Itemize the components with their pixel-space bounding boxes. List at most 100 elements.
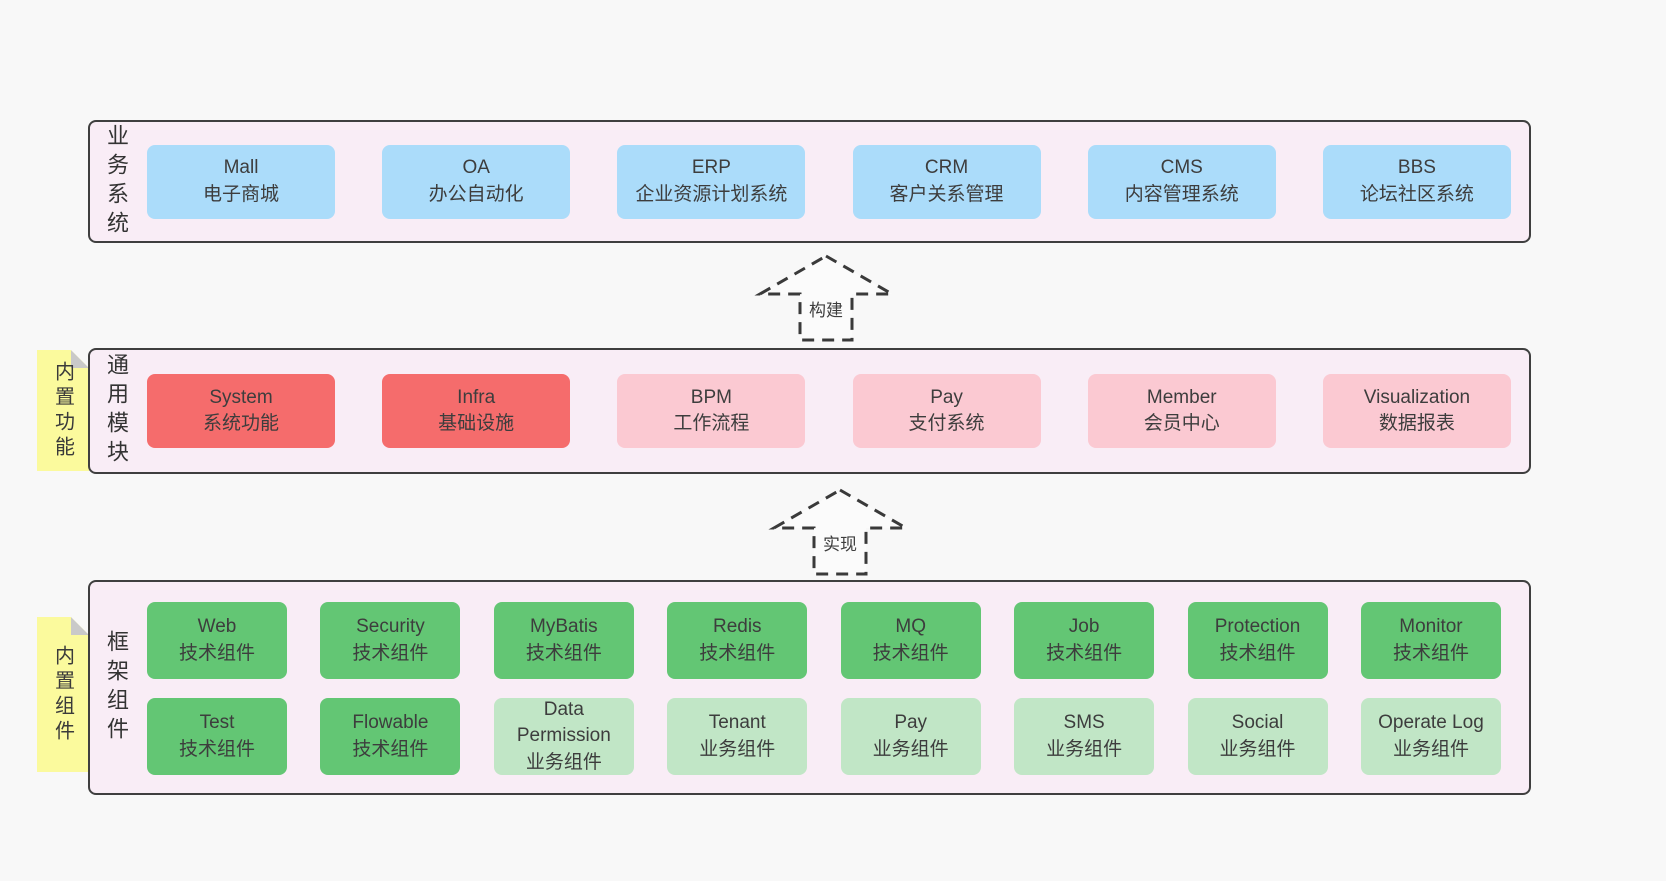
module-box-web: Web 技术组件 [147,602,287,679]
module-box-title: Member [1146,386,1217,408]
module-box-flowable: Flowable 技术组件 [320,698,461,775]
module-box-subtitle: 数据报表 [1378,413,1455,434]
dashed-up-arrow-shape [768,488,912,576]
framework-components-row-2: Test 技术组件 Flowable 技术组件 Data Permission 业务组件 T… [147,698,1501,775]
module-box-sms: SMS 业务组件 [1014,698,1155,775]
module-box-title: ERP [691,157,731,179]
module-box-subtitle: 技术组件 [525,642,602,664]
module-box-subtitle: 支付系统 [908,413,985,434]
module-box-title: Monitor [1399,616,1463,638]
common-modules-boxes: System 系统功能 Infra 基础设施 BPM 工作流程 Pay 支付系统 Member 会… [147,350,1511,472]
panel-framework-components-label: 框架组件 [104,629,129,746]
module-box-subtitle: 业务组件 [699,738,776,760]
module-box-title: System [209,386,273,408]
module-box-title: Web [197,616,237,638]
module-box-subtitle: 技术组件 [178,738,255,760]
module-box-subtitle: 技术组件 [699,642,776,664]
module-box-subtitle: 业务组件 [525,751,602,773]
module-box-title: BPM [690,386,732,408]
module-box-cms: CMS 内容管理系统 [1087,144,1276,219]
module-box-erp: ERP 企业资源计划系统 [617,144,806,219]
module-box-title: Social [1231,712,1284,734]
module-box-title: Visualization [1363,386,1471,408]
module-box-subtitle: 技术组件 [872,642,949,664]
module-box-title: Infra [457,386,496,408]
sticky-note-built-in-features-label: 内置功能 [51,360,74,461]
implement-arrow-up: 实现 [768,488,912,576]
module-box-subtitle: 技术组件 [1392,642,1469,664]
build-arrow-label: 构建 [809,301,843,320]
module-box-title: Operate Log [1378,712,1484,734]
module-box-security: Security 技术组件 [320,602,461,679]
module-box-social: Social 业务组件 [1187,698,1328,775]
module-box-subtitle: 企业资源计划系统 [635,183,788,205]
module-box-title: CRM [924,157,969,179]
module-box-title: OA [462,157,490,179]
module-box-redis: Redis 技术组件 [667,602,808,679]
module-box-title: Mall [223,157,259,179]
module-box-pay: Pay 支付系统 [852,374,1041,448]
module-box-subtitle: 论坛社区系统 [1359,183,1474,205]
module-box-subtitle: 会员中心 [1143,413,1220,434]
module-box-subtitle: 客户关系管理 [889,183,1004,205]
module-box-title: Security [356,616,425,638]
implement-arrow-label: 实现 [823,535,857,554]
module-box-system: System 系统功能 [147,374,335,448]
module-box-title: MyBatis [530,616,598,638]
panel-common-modules-label: 通用模块 [104,353,129,469]
module-box-subtitle: 技术组件 [352,642,429,664]
module-box-crm: CRM 客户关系管理 [852,144,1041,219]
module-box-operate-log: Operate Log 业务组件 [1360,698,1501,775]
module-box-title: Data Permission [516,699,611,747]
module-box-title: Pay [894,712,928,734]
module-box-subtitle: 技术组件 [352,738,429,760]
module-box-title: Redis [712,616,762,638]
module-box-title: MQ [895,616,926,638]
module-box-title: SMS [1063,712,1105,734]
module-box-visualization: Visualization 数据报表 [1322,374,1511,448]
panel-common-modules: 通用模块 System 系统功能 Infra 基础设施 BPM 工作流程 Pay 支付系统 Me… [88,348,1531,474]
sticky-note-built-in-features: 内置功能 [37,350,89,471]
module-box-subtitle: 基础设施 [438,413,515,434]
module-box-mq: MQ 技术组件 [840,602,981,679]
module-box-subtitle: 内容管理系统 [1124,183,1239,205]
module-box-infra: Infra 基础设施 [382,374,571,448]
module-box-subtitle: 业务组件 [872,738,949,760]
module-box-title: CMS [1160,157,1203,179]
build-arrow-up: 构建 [754,254,898,342]
module-box-subtitle: 技术组件 [1046,642,1123,664]
module-box-title: BBS [1397,157,1436,179]
module-box-subtitle: 技术组件 [1219,642,1296,664]
module-box-bpm: BPM 工作流程 [617,374,806,448]
module-box-subtitle: 技术组件 [178,642,255,664]
module-box-title: Flowable [352,712,429,734]
module-box-bbs: BBS 论坛社区系统 [1322,144,1511,219]
module-box-title: Pay [930,386,963,408]
module-box-subtitle: 系统功能 [202,413,279,434]
module-box-title: Job [1068,616,1100,638]
module-box-monitor: Monitor 技术组件 [1360,602,1501,679]
module-box-subtitle: 业务组件 [1392,738,1469,760]
module-box-subtitle: 业务组件 [1046,738,1123,760]
module-box-subtitle: 业务组件 [1219,738,1296,760]
module-box-mybatis: MyBatis 技术组件 [493,602,634,679]
module-box-data-permission: Data Permission 业务组件 [493,698,634,775]
dashed-up-arrow-shape [754,254,898,342]
module-box-subtitle: 工作流程 [673,413,750,434]
module-box-subtitle: 电子商城 [202,183,279,205]
note-folded-corner [71,617,89,635]
module-box-mall: Mall 电子商城 [147,144,335,219]
module-box-job: Job 技术组件 [1014,602,1155,679]
sticky-note-built-in-components: 内置组件 [37,617,89,772]
module-box-member: Member 会员中心 [1087,374,1276,448]
panel-business-systems-label: 业务系统 [104,123,129,240]
module-box-title: Test [199,712,235,734]
module-box-test: Test 技术组件 [147,698,287,775]
